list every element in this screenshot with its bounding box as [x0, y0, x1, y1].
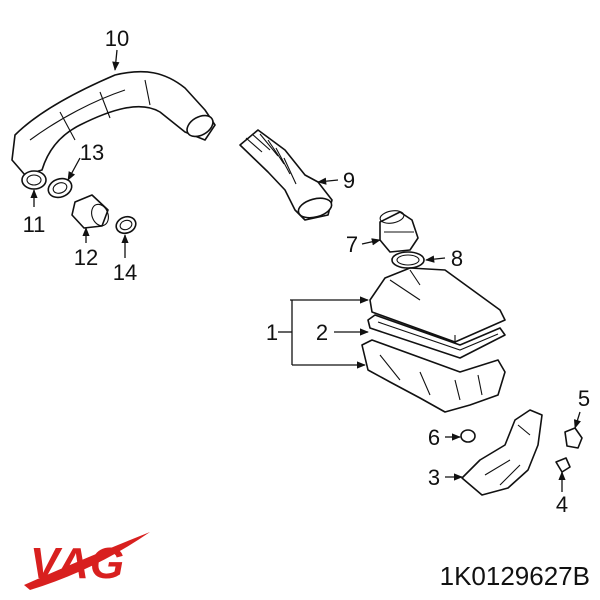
sleeve-part-12: [71, 194, 109, 229]
callout-8: 8: [451, 246, 463, 271]
callout-4: 4: [556, 492, 568, 517]
grommet-part-6: [460, 429, 476, 443]
intake-duct-part: [11, 70, 216, 190]
clamp-part-14: [115, 215, 137, 235]
clip-part-4: [555, 457, 571, 473]
callout-6: 6: [428, 425, 440, 450]
callout-14: 14: [113, 260, 137, 285]
part-number: 1K0129627B: [440, 561, 590, 591]
callout-7: 7: [346, 232, 358, 257]
leader-lines: [30, 49, 581, 492]
air-filter-housing-part-1: [361, 267, 506, 413]
corrugated-hose-part-9: [239, 129, 333, 221]
callout-13: 13: [80, 140, 104, 165]
callout-12: 12: [74, 245, 98, 270]
callout-2: 2: [316, 320, 328, 345]
callout-11: 11: [23, 212, 46, 237]
callout-1: 1: [266, 320, 278, 345]
connector-part-7: [379, 210, 419, 253]
callout-labels: 10 13 11 12 14 9 7 8 1 2 6 3 5 4: [23, 26, 591, 517]
callout-10: 10: [105, 26, 129, 51]
logo-swoosh-icon: [24, 532, 150, 590]
clamp-part-13: [47, 177, 73, 199]
callout-9: 9: [343, 168, 355, 193]
vag-logo: VAG: [24, 532, 150, 590]
gasket-part-8: [391, 251, 425, 269]
callout-5: 5: [578, 386, 590, 411]
bracket-part-3: [461, 409, 543, 496]
callout-3: 3: [428, 465, 440, 490]
cap-part-5: [564, 427, 583, 449]
